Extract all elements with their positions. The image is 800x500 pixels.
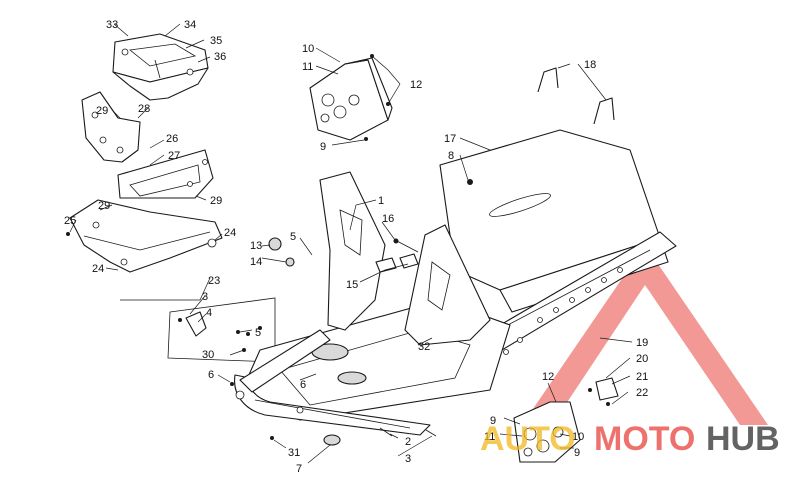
- callout-31: 31: [288, 447, 300, 459]
- watermark-text-moto: MOTO: [594, 420, 695, 458]
- callout-5: 5: [290, 231, 296, 243]
- callout-6: 6: [300, 379, 306, 391]
- callout-32: 32: [418, 341, 430, 353]
- callout-29: 29: [210, 195, 222, 207]
- callout-19: 19: [636, 337, 648, 349]
- callout-15: 15: [346, 279, 358, 291]
- callout-24: 24: [92, 263, 104, 275]
- callout-13: 13: [250, 240, 262, 252]
- callout-33: 33: [106, 19, 118, 31]
- callout-12: 12: [410, 79, 422, 91]
- part-front-plate: [66, 199, 223, 273]
- callout-7: 7: [296, 463, 302, 475]
- callout-29: 29: [96, 105, 108, 117]
- callout-35: 35: [210, 35, 222, 47]
- part-gusset-upper: [309, 54, 393, 141]
- watermark-text-auto: AUTO: [480, 420, 576, 458]
- callout-8: 8: [448, 150, 454, 162]
- callout-17: 17: [444, 133, 456, 145]
- callout-29: 29: [98, 200, 110, 212]
- callout-23: 23: [208, 275, 220, 287]
- callout-3: 3: [405, 453, 411, 465]
- callout-18: 18: [584, 59, 596, 71]
- callout-2: 2: [405, 436, 411, 448]
- leader-lines: [69, 23, 633, 464]
- callout-36: 36: [214, 51, 226, 63]
- callout-27: 27: [168, 150, 180, 162]
- callout-10: 10: [302, 43, 314, 55]
- callout-6: 6: [208, 369, 214, 381]
- callout-20: 20: [636, 353, 648, 365]
- callout-24: 24: [224, 227, 236, 239]
- callout-16: 16: [382, 213, 394, 225]
- callout-21: 21: [636, 371, 648, 383]
- callout-10: 10: [572, 431, 584, 443]
- callout-labels: 33 34 35 36 29 28 26 27 29 29 25 24 24 2…: [64, 19, 648, 475]
- part-steering-bracket: [81, 91, 214, 199]
- watermark-text: AUTO MOTO HUB: [480, 420, 780, 458]
- callout-5: 5: [255, 327, 261, 339]
- callout-14: 14: [250, 256, 262, 268]
- watermark-text-hub: HUB: [706, 420, 780, 458]
- callout-9: 9: [490, 415, 496, 427]
- callout-25: 25: [64, 215, 76, 227]
- callout-11: 11: [484, 431, 495, 443]
- callout-12: 12: [542, 371, 554, 383]
- callout-34: 34: [184, 19, 196, 31]
- part-heat-shield: [112, 33, 209, 101]
- callout-4: 4: [206, 307, 212, 319]
- callout-26: 26: [166, 133, 178, 145]
- callout-30: 30: [202, 349, 214, 361]
- part-chassis: [234, 129, 677, 446]
- callout-1: 1: [378, 195, 384, 207]
- callout-3: 3: [202, 291, 208, 303]
- callout-28: 28: [138, 103, 150, 115]
- callout-22: 22: [636, 387, 648, 399]
- callout-9: 9: [574, 447, 580, 459]
- callout-11: 11: [302, 61, 313, 73]
- callout-9: 9: [320, 141, 326, 153]
